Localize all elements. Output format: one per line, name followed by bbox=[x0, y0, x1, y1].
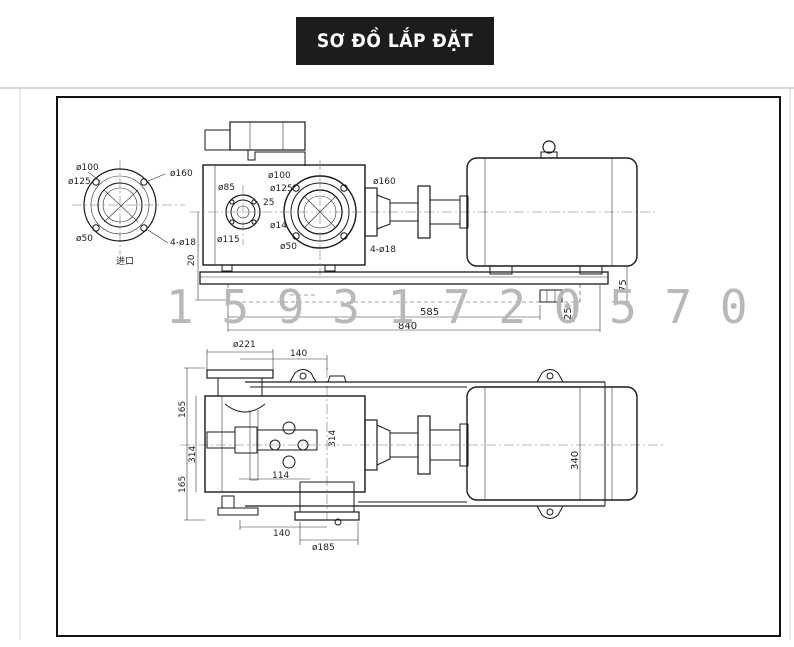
dim-body-d115: ø115 bbox=[217, 235, 240, 245]
dim-inlet-d50: ø50 bbox=[76, 234, 93, 244]
dim-body-d85: ø85 bbox=[218, 183, 235, 193]
dim-body-d160: ø160 bbox=[373, 177, 396, 187]
dim-top-165a: 165 bbox=[178, 401, 188, 418]
dim-inlet-d160: ø160 bbox=[170, 169, 193, 179]
base-frame bbox=[199, 271, 609, 285]
dim-top-140: 140 bbox=[290, 349, 307, 359]
dim-body-d50: ø50 bbox=[280, 242, 297, 252]
label-inlet: 进口 bbox=[116, 256, 134, 267]
dim-top-314a: 314 bbox=[328, 430, 338, 447]
page-title: SƠ ĐỒ LẮP ĐẶT bbox=[296, 17, 494, 65]
dim-top-d185: ø185 bbox=[312, 543, 335, 553]
dim-top-340: 340 bbox=[570, 451, 581, 470]
top-view: ø221 140 165 314 165 314 114 140 ø185 34… bbox=[178, 340, 665, 553]
front-view: ø100 ø125 ø160 ø50 4-ø18 进口 bbox=[68, 121, 655, 332]
dim-body-d100: ø100 bbox=[268, 171, 291, 181]
dim-840: 840 bbox=[398, 321, 417, 332]
inlet-flange-view bbox=[72, 160, 185, 255]
dim-body-d125: ø125 bbox=[270, 184, 293, 194]
dim-body-bolts: 4-ø18 bbox=[370, 245, 396, 255]
electric-motor bbox=[466, 157, 638, 267]
dim-inlet-bolts: 4-ø18 bbox=[170, 238, 196, 248]
top-motor bbox=[466, 386, 638, 501]
dim-body-d14: ø14 bbox=[270, 221, 287, 231]
dim-75: 75 bbox=[618, 279, 629, 292]
drawing-frame bbox=[56, 96, 781, 637]
dim-top-165b: 165 bbox=[178, 476, 188, 493]
dim-top-114: 114 bbox=[272, 471, 289, 481]
dim-inlet-d125: ø125 bbox=[68, 177, 91, 187]
dim-body-25: 25 bbox=[263, 198, 274, 208]
dim-inlet-d100: ø100 bbox=[76, 163, 99, 173]
watermark: 1 5 9 3 1 7 2 0 5 7 0 bbox=[166, 280, 748, 334]
dim-top-140b: 140 bbox=[273, 529, 290, 539]
dim-top-d221: ø221 bbox=[233, 340, 256, 350]
dim-body-20: 20 bbox=[187, 254, 197, 266]
dim-25: 25 bbox=[563, 307, 574, 320]
dim-585: 585 bbox=[420, 307, 439, 318]
dim-top-314b: 314 bbox=[188, 446, 198, 463]
